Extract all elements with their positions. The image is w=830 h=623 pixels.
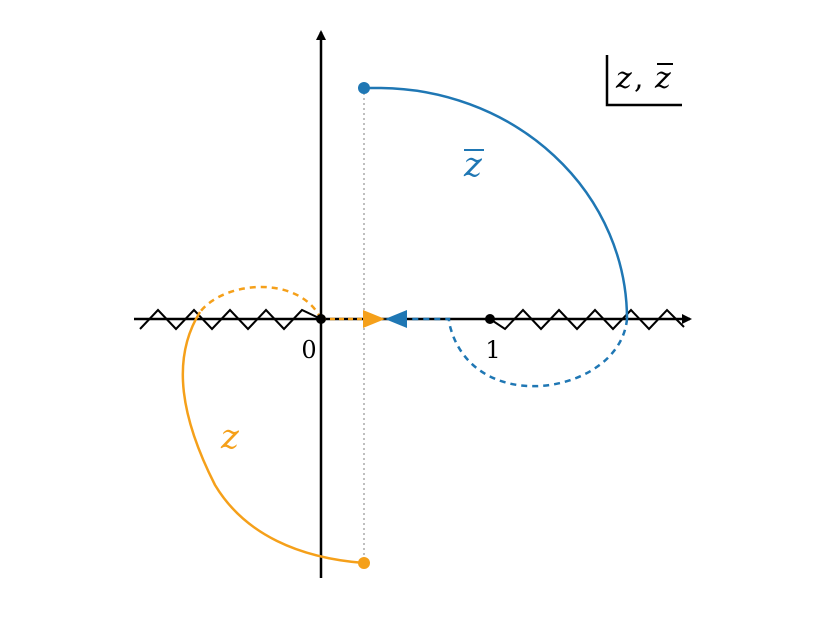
origin-point bbox=[316, 314, 326, 324]
zbar-curve-label: z bbox=[463, 145, 483, 185]
point-one bbox=[485, 314, 495, 324]
branch-cut-right bbox=[489, 308, 685, 331]
z-start-point bbox=[358, 557, 370, 569]
tick-label-zero: 0 bbox=[301, 336, 316, 364]
zbar-start-point bbox=[358, 82, 370, 94]
plane-label-frame bbox=[605, 55, 682, 107]
z-curve-dashed bbox=[199, 285, 323, 320]
plane-label-zbar: z bbox=[654, 61, 671, 96]
zbar-arrowhead bbox=[385, 310, 407, 328]
z-arrowhead bbox=[363, 310, 385, 328]
branch-cut-left bbox=[139, 308, 322, 331]
z-curve-solid bbox=[181, 311, 365, 565]
zbar-curve-dashed bbox=[408, 317, 629, 388]
zbar-curve-solid bbox=[364, 86, 629, 320]
plane-label-comma: , bbox=[634, 61, 644, 96]
tick-label-one: 1 bbox=[485, 336, 500, 364]
plane-label-z: z bbox=[615, 61, 632, 96]
z-curve-label: z bbox=[220, 417, 240, 457]
